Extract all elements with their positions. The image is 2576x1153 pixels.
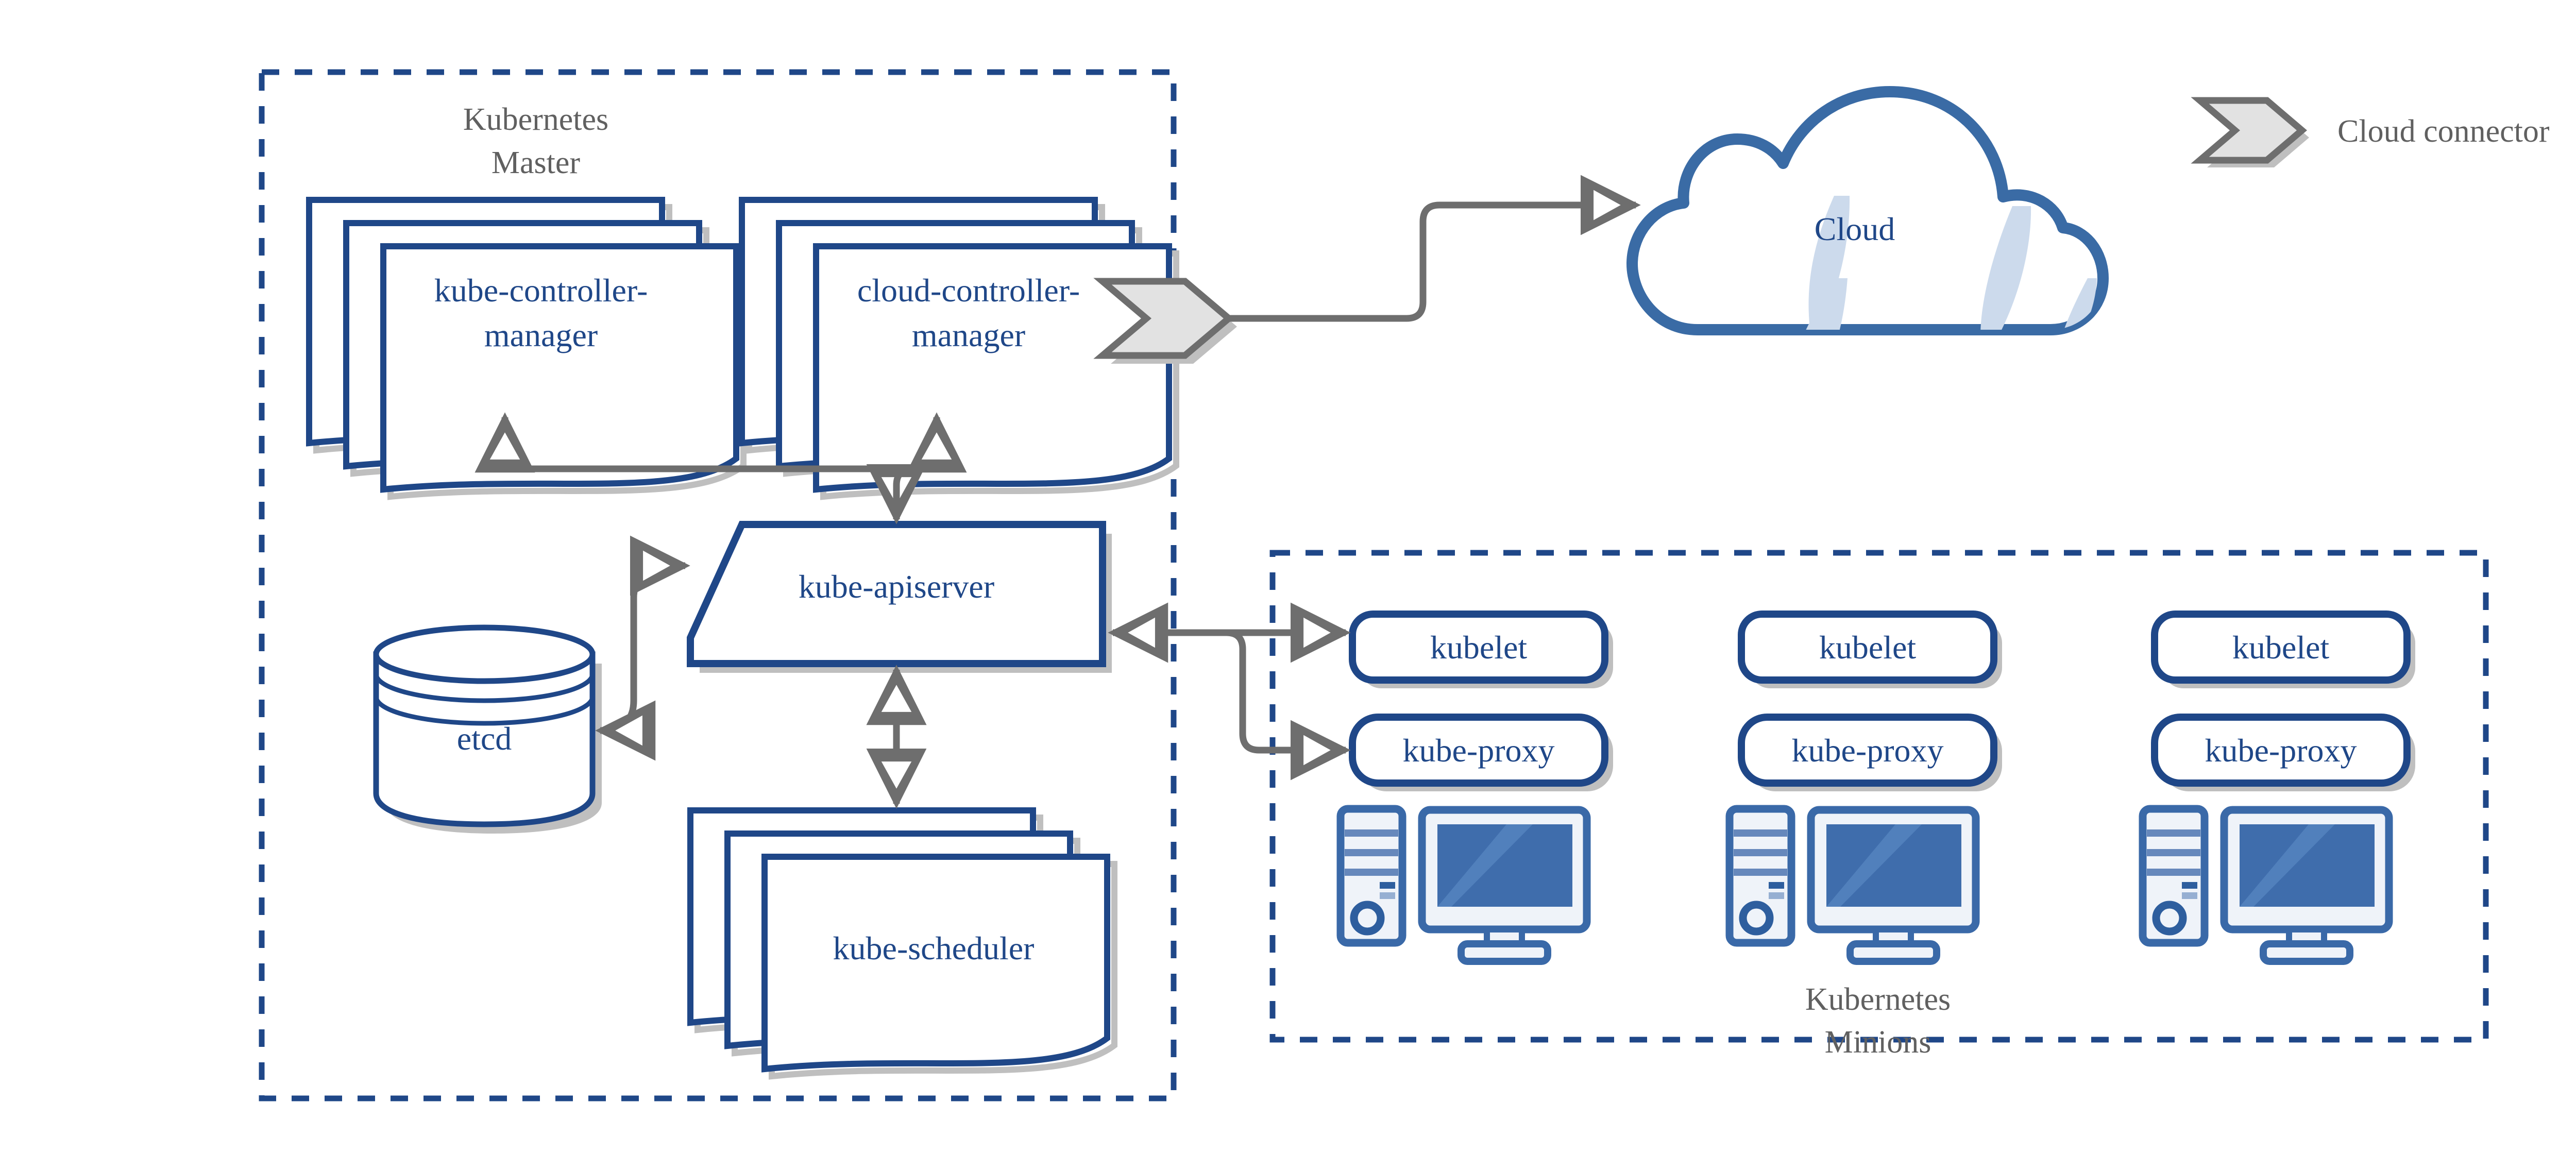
minion3-kubelet-label: kubelet <box>2232 629 2330 666</box>
apiserver-label: kube-apiserver <box>799 568 994 605</box>
minion3-kubeproxy-box[interactable] <box>2151 714 2411 787</box>
cloud-connector-chevron-icon[interactable] <box>1093 278 1237 364</box>
cloud-controller-manager-label-line1: cloud-controller- <box>857 272 1080 309</box>
minion3-tower-power-button <box>2152 901 2187 936</box>
legend-label-cloud-connector: Cloud connector <box>2337 114 2550 149</box>
minion1-monitor-glare <box>1437 824 1533 907</box>
minion-node-1[interactable]: kubelet kube-proxy <box>1336 611 1613 965</box>
minion1-monitor-base <box>1458 940 1551 965</box>
minion2-tower-stripe-2 <box>1734 849 1787 856</box>
minion1-kubelet-box[interactable] <box>1349 611 1608 684</box>
kubernetes-minions-group <box>1269 550 2489 1043</box>
etcd-label: etcd <box>457 720 512 757</box>
minion1-tower-led-1 <box>1380 882 1395 889</box>
minion2-kubelet-label: kubelet <box>1819 629 1917 666</box>
minion-node-3[interactable]: kubelet kube-proxy <box>2139 611 2415 965</box>
minion2-desktop-computer-icon <box>1725 805 1980 965</box>
master-group-label-line1: Kubernetes <box>463 102 608 137</box>
minion2-tower-stripe-1 <box>1734 829 1787 837</box>
minion-node-2[interactable]: kubelet kube-proxy <box>1725 611 2002 965</box>
minion2-tower-stripe-3 <box>1734 869 1787 876</box>
minion3-desktop-computer-icon <box>2139 805 2393 965</box>
minion2-kubeproxy-label: kube-proxy <box>1791 732 1943 769</box>
master-group-border <box>259 69 1177 1101</box>
cloud-shading <box>1776 196 2097 330</box>
minion3-kubelet-box[interactable] <box>2151 611 2411 684</box>
minion2-kubelet-box[interactable] <box>1738 611 1997 684</box>
master-group-label-line2: Master <box>492 145 581 180</box>
kube-apiserver-node[interactable]: kube-apiserver <box>687 521 1112 673</box>
etcd-ring-1 <box>374 673 595 703</box>
minions-group-border <box>1269 550 2489 1043</box>
connector-apiserver-to-etcd <box>595 535 690 761</box>
minion2-tower-power-button <box>1739 901 1774 936</box>
minion1-kubeproxy-label: kube-proxy <box>1402 732 1554 769</box>
minion3-monitor-glare <box>2240 824 2335 907</box>
minion2-tower-led-2 <box>1769 892 1784 899</box>
apiserver-shape <box>687 521 1106 667</box>
etcd-node[interactable]: etcd <box>373 624 602 834</box>
minion2-monitor-glare <box>1826 824 1922 907</box>
kubernetes-master-group: Kubernetes Master <box>259 69 1177 1101</box>
minion1-tower-stripe-1 <box>1345 829 1398 837</box>
minion2-tower-led-1 <box>1769 882 1784 889</box>
kube-controller-manager-node[interactable]: kube-controller- manager <box>306 197 747 500</box>
minion3-tower-stripe-2 <box>2147 849 2200 856</box>
etcd-top-ellipse <box>373 624 596 684</box>
legend-cloud-connector-icon <box>2191 97 2308 164</box>
minion3-tower-led-1 <box>2182 882 2197 889</box>
scheduler-sheet1 <box>761 854 1110 1073</box>
connector-apiserver-to-kubeproxy <box>1113 629 1351 781</box>
cloud-controller-manager-label-line2: manager <box>912 317 1025 353</box>
scheduler-label: kube-scheduler <box>833 930 1035 967</box>
legend: Cloud connector <box>2191 97 2550 167</box>
minion3-monitor-base <box>2260 940 2353 965</box>
cloud-connector-chevron-shape <box>1093 278 1234 359</box>
etcd-ring-2 <box>374 696 595 726</box>
kube-scheduler-node[interactable]: kube-scheduler <box>687 807 1117 1080</box>
connector-cloudconnector-to-cloud <box>1229 175 1641 322</box>
minion3-tower-led-2 <box>2182 892 2197 899</box>
minion2-monitor-base <box>1846 940 1940 965</box>
minion3-tower-stripe-1 <box>2147 829 2200 837</box>
minion3-tower-stripe-3 <box>2147 869 2200 876</box>
controller-manager-label-line1: kube-controller- <box>434 272 648 309</box>
cloud-shape <box>1626 86 2109 335</box>
minions-group-label-line1: Kubernetes <box>1805 982 1951 1017</box>
minions-group-label-line2: Minions <box>1825 1025 1931 1060</box>
minions-group-label: Kubernetes Minions <box>1805 982 1951 1060</box>
minion1-kubelet-label: kubelet <box>1430 629 1528 666</box>
minion1-kubeproxy-box[interactable] <box>1349 714 1608 787</box>
connector-cloudcontrollermanager-to-apiserver <box>893 412 967 519</box>
minion2-kubeproxy-box[interactable] <box>1738 714 1997 787</box>
minion3-kubeproxy-label: kube-proxy <box>2205 732 2357 769</box>
minion1-desktop-computer-icon <box>1336 805 1591 965</box>
minion1-tower-stripe-3 <box>1345 869 1398 876</box>
minion1-tower-power-button <box>1350 901 1385 936</box>
cloud-label: Cloud <box>1815 211 1895 247</box>
minion1-tower-led-2 <box>1380 892 1395 899</box>
minion1-tower-stripe-2 <box>1345 849 1398 856</box>
cloud-node[interactable]: Cloud <box>1626 86 2109 404</box>
controller-manager-label-line2: manager <box>484 317 598 353</box>
